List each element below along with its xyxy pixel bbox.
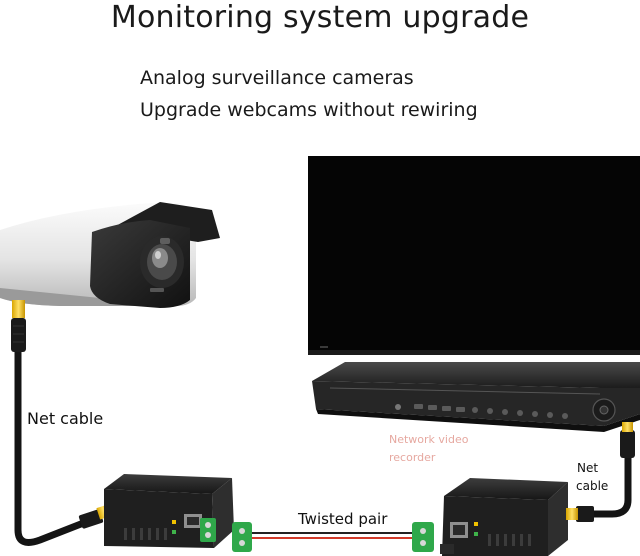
nvr-label-line1: Network video <box>389 433 469 446</box>
transmitter-box-left <box>104 474 234 548</box>
net-cable-right <box>566 422 635 522</box>
nvr-label-line2: recorder <box>389 451 436 464</box>
net-cable-label-right-line2: cable <box>576 479 609 493</box>
twisted-pair-wire <box>232 522 434 552</box>
twisted-pair-label: Twisted pair <box>298 510 388 528</box>
network-video-recorder <box>312 362 640 432</box>
monitor <box>308 156 640 355</box>
bullet-camera <box>0 202 220 308</box>
net-cable-label-right-line1: Net <box>577 461 599 475</box>
receiver-box-right <box>440 478 568 556</box>
subtitle-line-2: Upgrade webcams without rewiring <box>140 99 478 121</box>
page-title: Monitoring system upgrade <box>110 0 530 35</box>
net-cable-label-left: Net cable <box>24 410 107 428</box>
subtitle-line-1: Analog surveillance cameras <box>140 67 414 89</box>
